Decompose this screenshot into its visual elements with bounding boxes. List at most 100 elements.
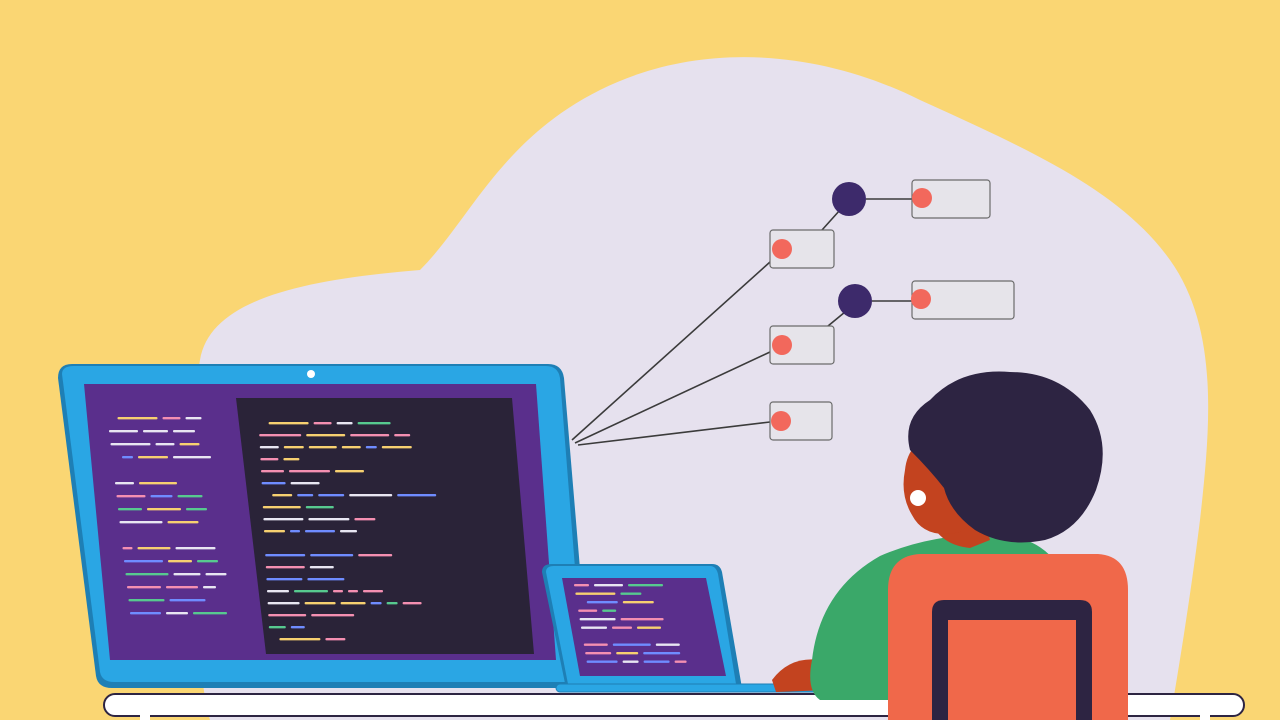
code-dash bbox=[311, 614, 355, 617]
sidebar-lines bbox=[109, 417, 227, 615]
code-dash bbox=[612, 643, 651, 646]
camera-icon bbox=[307, 370, 315, 378]
code-dash bbox=[579, 618, 616, 621]
code-dash bbox=[348, 590, 358, 593]
code-dash bbox=[574, 584, 589, 587]
code-dash bbox=[350, 434, 390, 437]
code-dash bbox=[173, 456, 211, 459]
code-dash bbox=[259, 446, 279, 449]
code-dash bbox=[109, 430, 138, 433]
code-dash bbox=[349, 494, 393, 497]
code-dash bbox=[272, 494, 293, 497]
code-dash bbox=[318, 494, 345, 497]
code-dash bbox=[628, 584, 663, 587]
code-dash bbox=[197, 560, 218, 563]
code-dash bbox=[309, 566, 334, 569]
code-dash bbox=[290, 626, 305, 629]
person-illustration bbox=[772, 371, 1128, 720]
code-dash bbox=[397, 494, 437, 497]
code-dash bbox=[308, 446, 337, 449]
code-dash bbox=[340, 602, 366, 605]
code-lines bbox=[259, 422, 437, 641]
code-dash bbox=[354, 518, 376, 521]
code-dash bbox=[583, 643, 608, 646]
code-dash bbox=[304, 602, 336, 605]
code-dash bbox=[305, 530, 335, 533]
code-dash bbox=[167, 521, 199, 524]
code-dash bbox=[147, 508, 181, 511]
code-dash bbox=[267, 602, 300, 605]
code-dash bbox=[266, 578, 303, 581]
code-dash bbox=[259, 434, 302, 437]
code-dash bbox=[620, 592, 642, 595]
code-dash bbox=[263, 518, 304, 521]
code-dash bbox=[175, 547, 216, 550]
code-dash bbox=[261, 482, 286, 485]
code-dash bbox=[586, 601, 618, 604]
code-dash bbox=[150, 495, 173, 498]
code-dash bbox=[143, 430, 168, 433]
code-dash bbox=[581, 626, 607, 629]
code-dash bbox=[290, 530, 300, 533]
code-dash bbox=[267, 590, 289, 593]
code-dash bbox=[166, 612, 188, 615]
code-dash bbox=[622, 660, 639, 663]
code-dash bbox=[386, 602, 398, 605]
code-dash bbox=[575, 592, 616, 595]
code-dash bbox=[307, 578, 345, 581]
code-dash bbox=[402, 602, 422, 605]
laptop bbox=[542, 564, 837, 693]
code-dash bbox=[122, 547, 133, 550]
code-dash bbox=[620, 618, 664, 621]
node-box bbox=[769, 325, 835, 365]
code-dash bbox=[127, 586, 161, 589]
code-dash bbox=[118, 508, 142, 511]
code-dash bbox=[128, 599, 165, 602]
code-dash bbox=[643, 652, 681, 655]
code-dash bbox=[125, 573, 169, 576]
code-dash bbox=[168, 560, 192, 563]
code-dash bbox=[185, 417, 202, 420]
code-dash bbox=[262, 506, 301, 509]
code-dash bbox=[260, 458, 279, 461]
code-dash bbox=[335, 470, 364, 473]
code-dash bbox=[137, 547, 171, 550]
monitor bbox=[58, 364, 590, 688]
node-box bbox=[911, 280, 1015, 320]
code-dash bbox=[205, 573, 227, 576]
code-dash bbox=[186, 508, 207, 511]
code-dash bbox=[173, 573, 201, 576]
code-dash bbox=[637, 626, 661, 629]
code-dash bbox=[261, 470, 284, 473]
code-dash bbox=[139, 482, 177, 485]
node-box bbox=[769, 401, 833, 441]
code-dash bbox=[655, 643, 680, 646]
node-box bbox=[769, 229, 835, 269]
code-dash bbox=[358, 554, 393, 557]
code-dash bbox=[179, 443, 200, 446]
code-dash bbox=[313, 422, 332, 425]
code-dash bbox=[289, 470, 330, 473]
code-dash bbox=[340, 530, 357, 533]
code-dash bbox=[586, 660, 618, 663]
code-dash bbox=[602, 609, 617, 612]
code-dash bbox=[268, 614, 307, 617]
code-dash bbox=[310, 554, 354, 557]
code-dash bbox=[193, 612, 227, 615]
code-dash bbox=[585, 652, 612, 655]
code-dash bbox=[325, 638, 346, 641]
code-dash bbox=[357, 422, 391, 425]
code-dash bbox=[294, 590, 328, 593]
code-dash bbox=[363, 590, 383, 593]
code-dash bbox=[365, 446, 377, 449]
diagram-lines bbox=[571, 198, 912, 446]
code-dash bbox=[177, 495, 203, 498]
code-dash bbox=[370, 602, 382, 605]
code-dash bbox=[394, 434, 411, 437]
code-dash bbox=[308, 518, 350, 521]
code-dash bbox=[110, 443, 151, 446]
laptop-code-lines bbox=[574, 584, 687, 663]
code-dash bbox=[117, 417, 158, 420]
code-dash bbox=[674, 660, 687, 663]
